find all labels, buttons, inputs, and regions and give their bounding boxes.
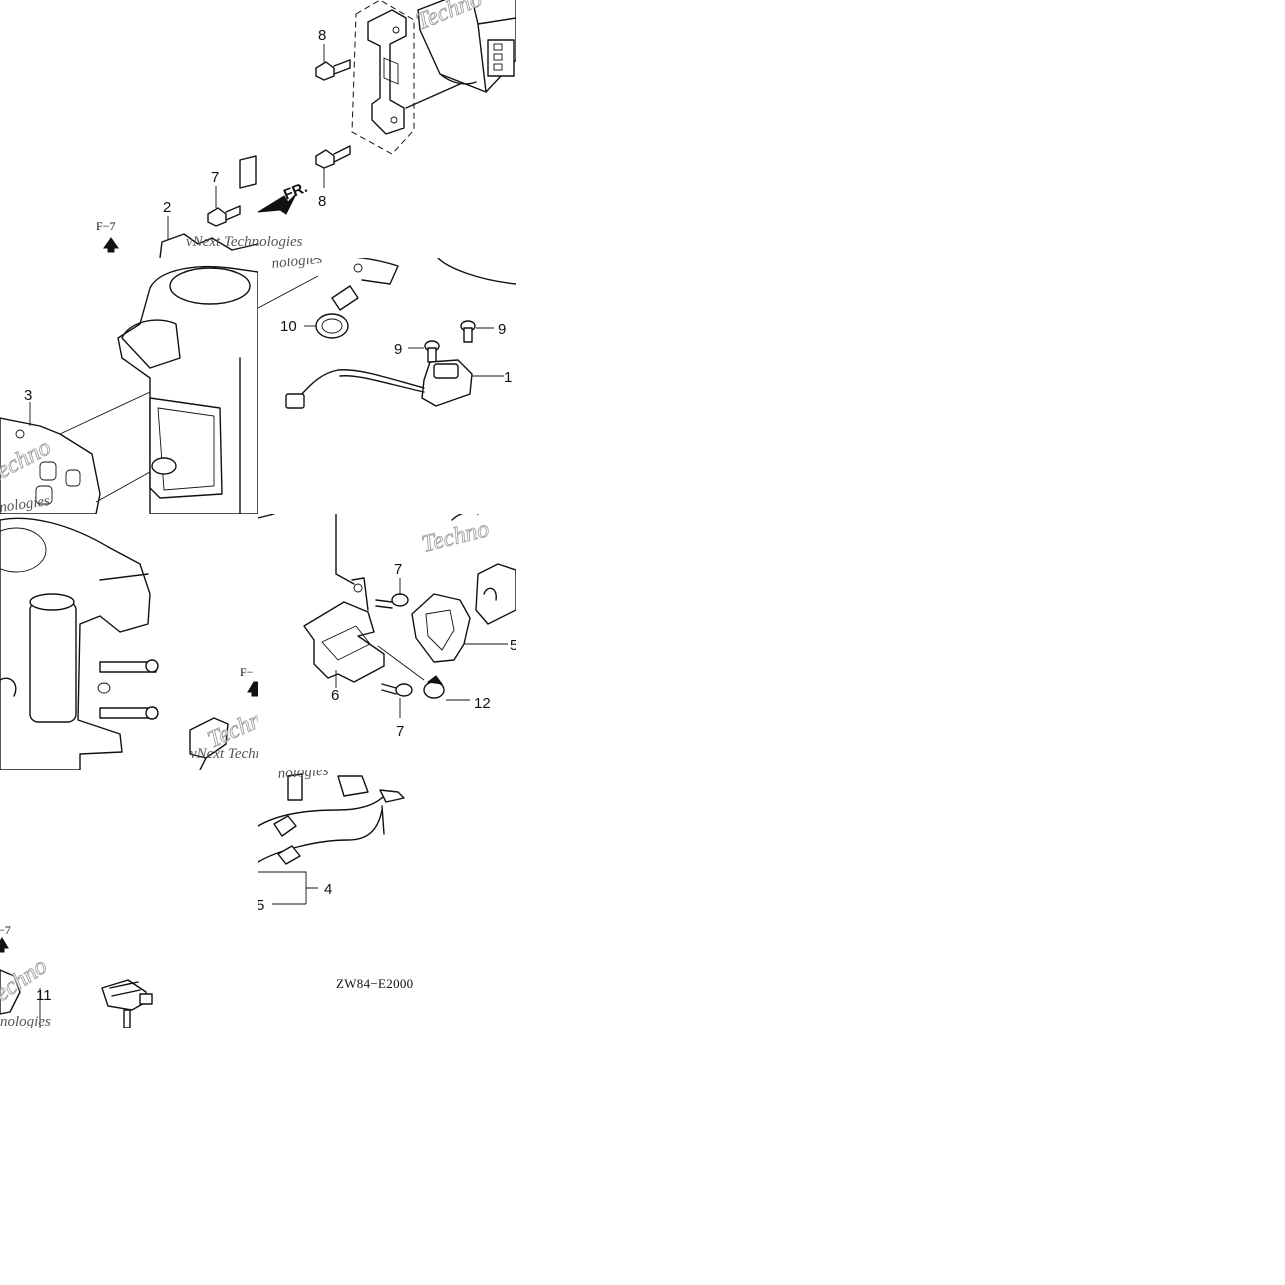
spark-plug-cap-leads <box>258 773 405 865</box>
tile-coil-bracket: 7 7 6 12 5 Techno <box>258 514 516 770</box>
callout-3: 3 <box>24 387 32 404</box>
part-11-fragment <box>189 717 229 770</box>
callout-8-lower: 8 <box>318 193 326 210</box>
callout-10: 10 <box>280 318 297 335</box>
watermark-inline-b: nologies <box>0 493 51 514</box>
watermark-inline-f: nologies <box>277 770 329 782</box>
engine-block-side <box>0 517 159 770</box>
watermark-inline-c: nologies <box>271 258 323 272</box>
plug-base-fragment <box>0 969 21 1015</box>
ref-f7-top: F−7 <box>96 219 115 233</box>
callout-6: 6 <box>331 687 339 704</box>
watermark-inline: vNext Technologies <box>186 234 303 250</box>
callout-7-mid-upper: 7 <box>394 561 402 578</box>
callout-9-left: 9 <box>394 341 402 358</box>
module-bracket <box>367 9 461 135</box>
watermark-text-e: Techno <box>419 516 492 558</box>
spark-plug-11 <box>39 979 153 1028</box>
callout-12: 12 <box>474 695 491 712</box>
bolt-7-upper <box>375 578 409 609</box>
callout-5-partial: 5 <box>510 637 516 654</box>
tile-ignition-module: FR. 8 8 7 2 F−7 Techno vNext Technologie… <box>0 0 516 258</box>
gasket-3 <box>0 391 151 514</box>
clamp-10 <box>304 285 359 339</box>
callout-4: 4 <box>324 881 332 898</box>
ref-arrow-f7-top <box>103 237 119 253</box>
ref-arrow-f7-bottom <box>0 937 9 953</box>
callout-11: 11 <box>36 987 52 1004</box>
tile-engine-cover: 3 Techno nologies <box>0 258 258 514</box>
front-direction-arrow: FR. <box>239 155 310 215</box>
diagram-code: ZW84−E2000 <box>336 976 414 991</box>
bolt-7-top <box>207 186 241 227</box>
engine-head-cover <box>117 265 258 514</box>
tile-engine-side: F− vNext Technologies Techno <box>0 514 258 770</box>
bolt-7-lower <box>381 683 413 718</box>
callout-2: 2 <box>163 199 171 216</box>
bolt-9-left <box>408 340 440 363</box>
tile-pulser-coil: 10 9 9 1 nologies <box>258 258 516 514</box>
callout-1: 1 <box>504 369 512 386</box>
coil-bracket-6 <box>303 577 385 688</box>
bolt-8-lower <box>315 145 351 188</box>
ref-arrow-f7-mid <box>247 681 258 697</box>
bolt-8-upper <box>315 44 351 81</box>
clip-12 <box>377 645 470 701</box>
tile-plug-caps: 4 5 nologies <box>258 770 418 916</box>
callout-7-top: 7 <box>211 169 219 186</box>
assembly-group-outline <box>351 0 415 155</box>
part-2-fragment <box>159 233 259 258</box>
ignition-module <box>417 0 516 93</box>
callout-9-right: 9 <box>498 321 506 338</box>
pulser-coil-1 <box>285 359 504 409</box>
bolt-9-right <box>460 320 494 343</box>
ref-f7-partial: F− <box>240 665 254 679</box>
ref-f7-tail: −7 <box>0 923 11 937</box>
callout-5: 5 <box>258 897 264 914</box>
tile-spark-plug: −7 11 Techno nologies <box>0 916 160 1028</box>
callout-7-mid-lower: 7 <box>396 723 404 740</box>
front-marker-label: FR. <box>281 179 310 204</box>
coil-mount-rubber <box>411 593 508 663</box>
watermark-inline-g: nologies <box>0 1014 51 1028</box>
watermark-inline-d: vNext Technologies <box>190 746 258 762</box>
callout-8-upper: 8 <box>318 27 326 44</box>
